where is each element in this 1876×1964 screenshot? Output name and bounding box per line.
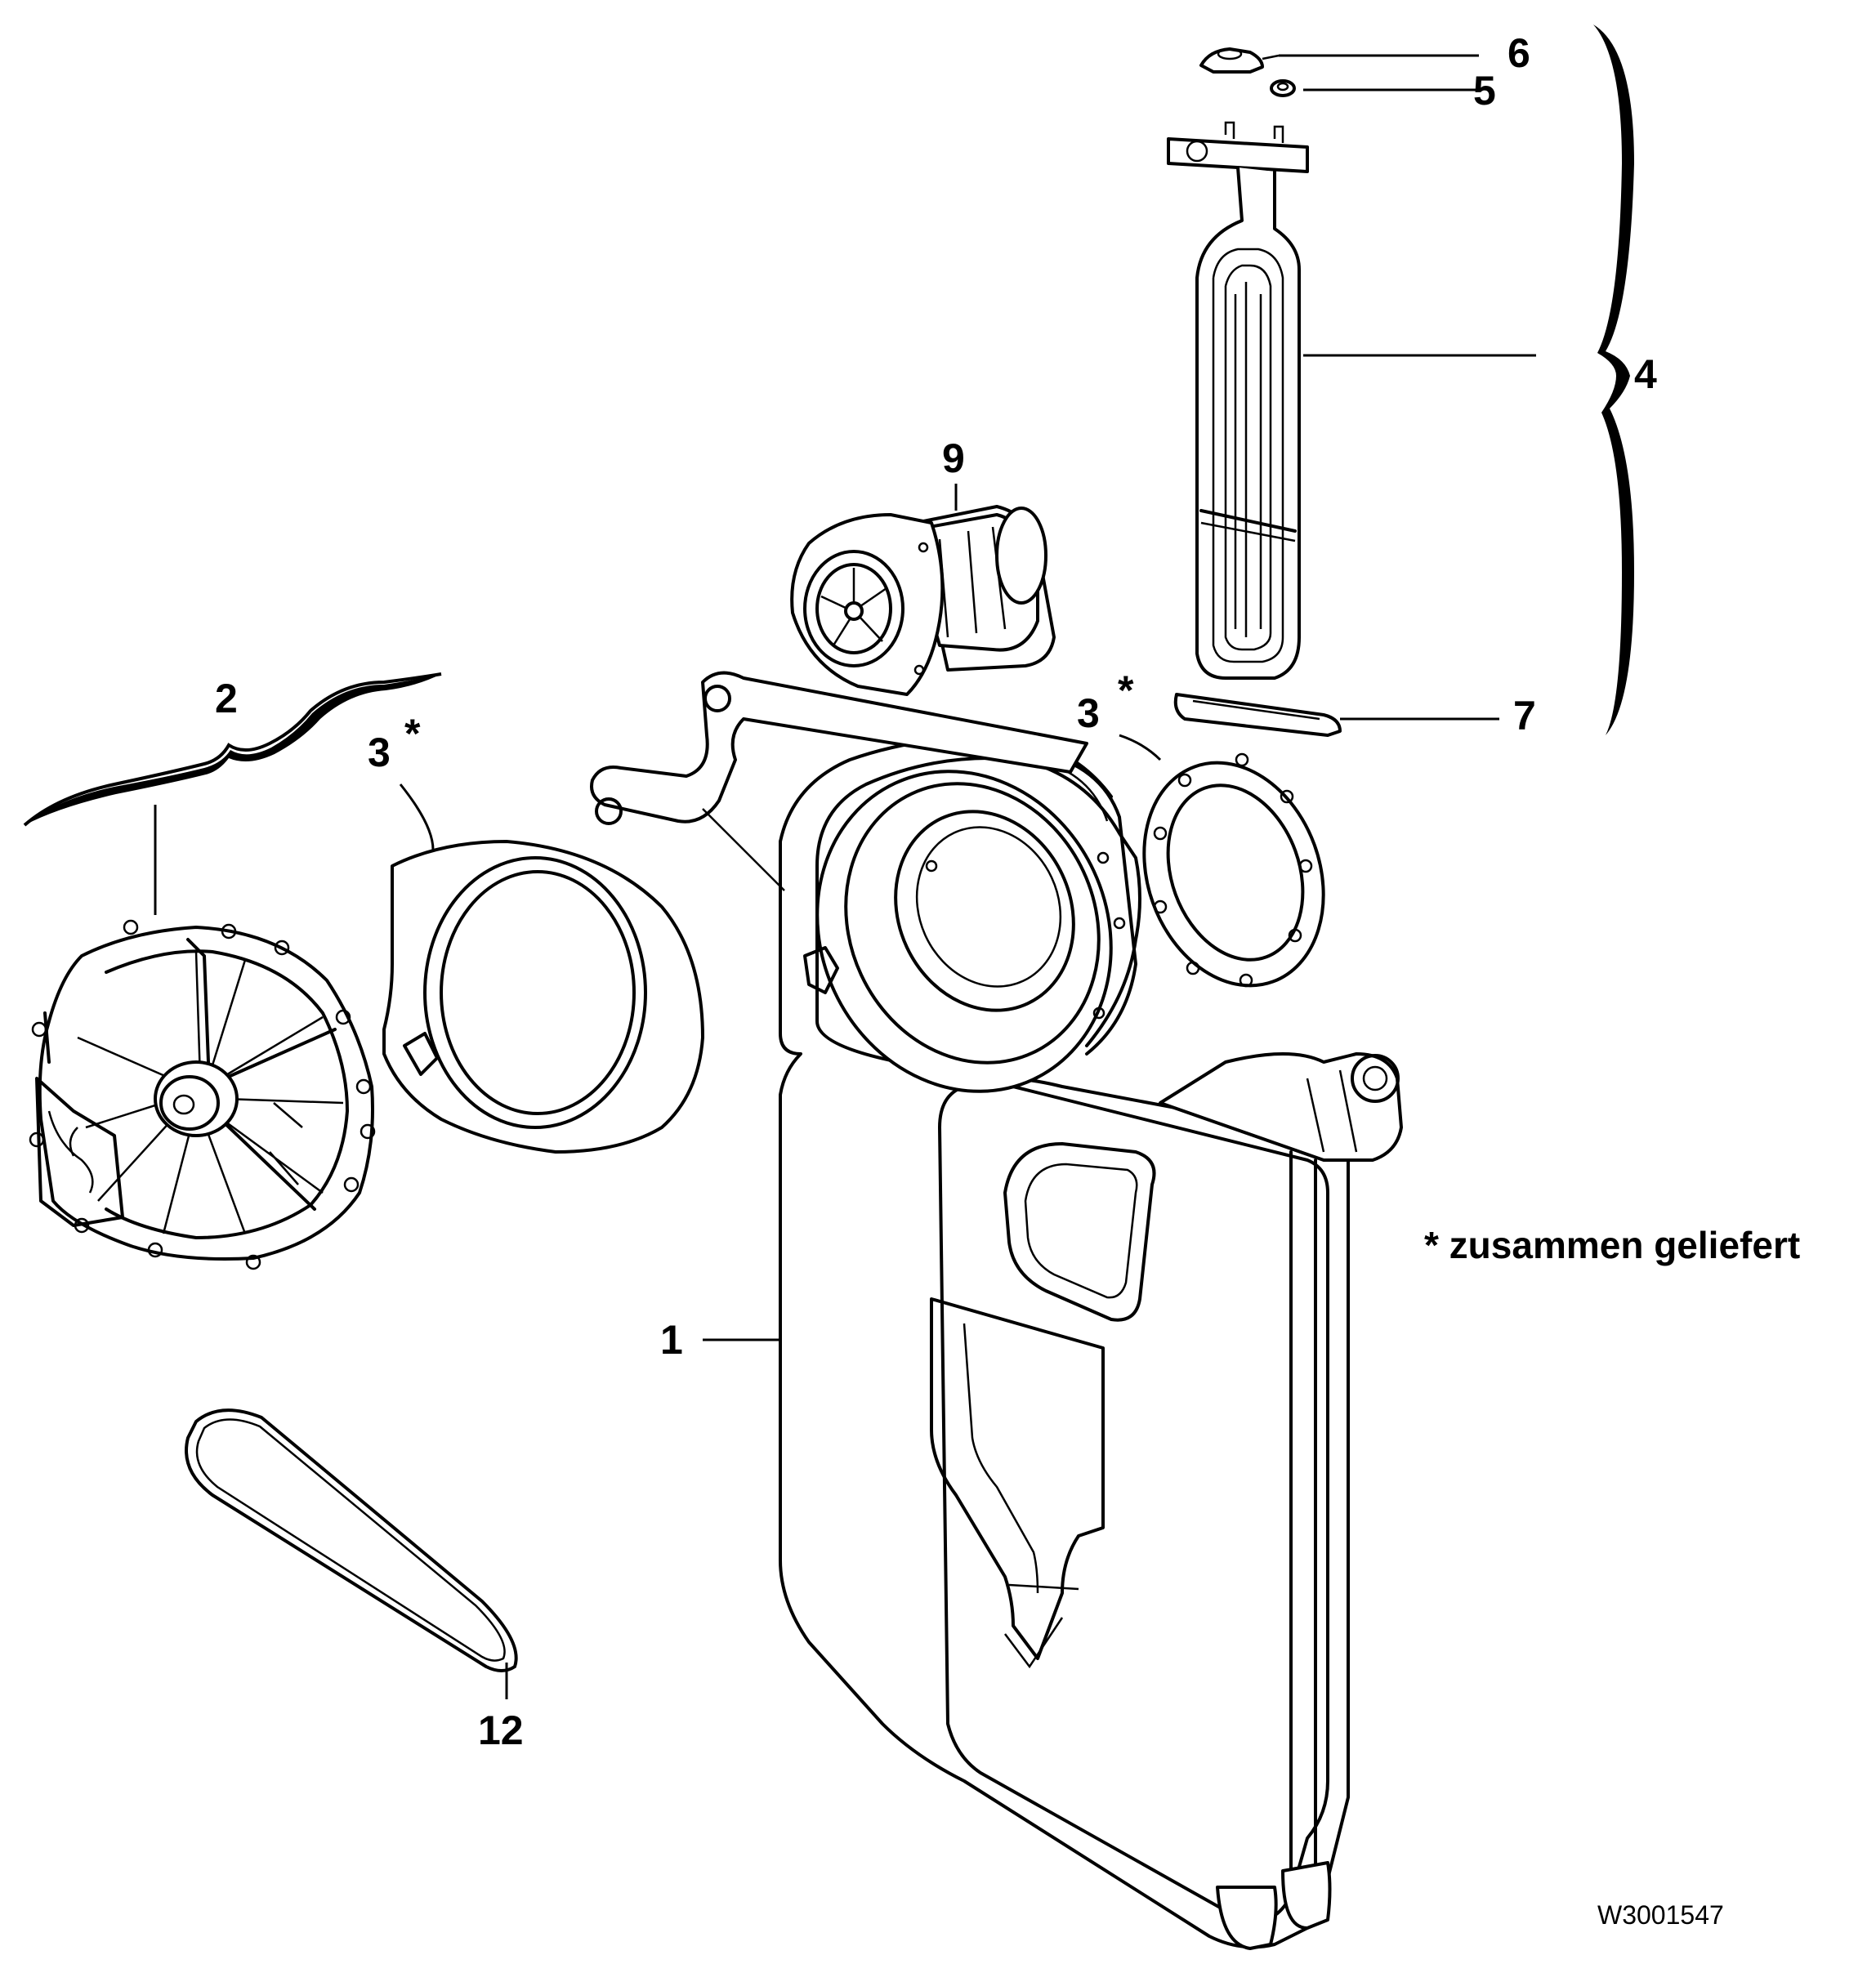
label-part-7: 7 [1513, 693, 1536, 739]
brace-part-2 [23, 672, 442, 827]
part-6-sensor-cap [1199, 47, 1280, 74]
label-part-3-left: 3 [368, 730, 391, 775]
label-part-4: 4 [1634, 351, 1657, 397]
asterisk-marker-left: * [404, 711, 421, 757]
part-3-left-seal-gasket [382, 840, 704, 1154]
brace-part-2-thick [25, 674, 441, 825]
label-part-2: 2 [215, 676, 238, 721]
leader-lines [154, 54, 1536, 1699]
part-9-drain-pump [790, 505, 1056, 696]
label-part-12: 12 [478, 1707, 524, 1753]
part-4-heating-element [1167, 121, 1309, 680]
part-3-right-flange-gasket [1142, 752, 1325, 988]
part-7-element-gasket [1173, 693, 1342, 737]
drawing-code: W3001547 [1597, 1900, 1724, 1930]
part-12-drive-belt [185, 1408, 518, 1672]
label-part-9: 9 [942, 435, 965, 481]
label-part-6: 6 [1508, 30, 1530, 76]
brace-part-4 [1593, 25, 1634, 735]
asterisk-marker-right: * [1118, 667, 1134, 713]
part-2-rear-cover [29, 919, 376, 1270]
label-part-3-right: 3 [1077, 690, 1100, 736]
part-1-tub-housing [590, 671, 1403, 1950]
tub-bearing-hub [815, 746, 1137, 1093]
label-part-1: 1 [660, 1317, 683, 1363]
label-part-5: 5 [1473, 68, 1496, 114]
footnote-supplied-together: * zusammen geliefert [1424, 1224, 1800, 1266]
part-5-nut [1270, 79, 1296, 97]
